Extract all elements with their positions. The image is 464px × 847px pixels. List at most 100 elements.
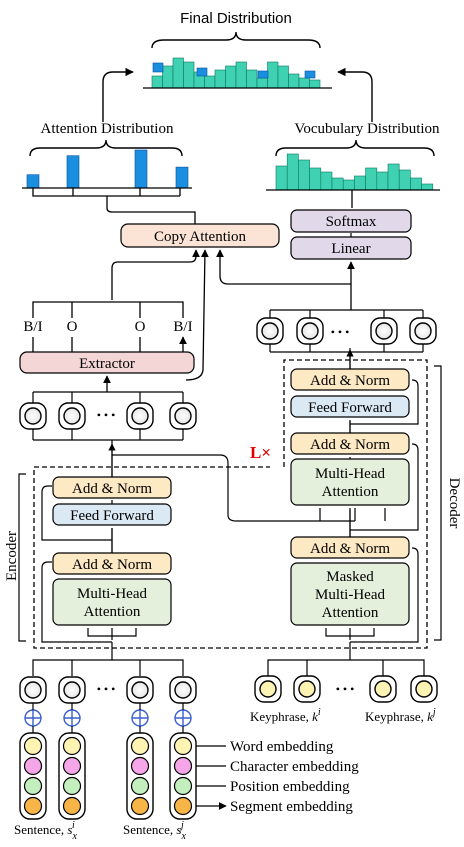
softmax-box [290, 209, 412, 233]
plus-icon-cross [64, 710, 80, 726]
attn-bars-connector [32, 188, 196, 224]
copy-attention-box [120, 223, 280, 248]
encoder-mha-line-2: Attention [84, 604, 141, 620]
keyphrase-label-i: Keyphrase, ki [250, 707, 321, 724]
embedding-cell [173, 736, 193, 756]
final-bar [246, 69, 258, 89]
vocab-bar [376, 171, 389, 191]
vocab-distribution-label: Vocubulary Distribution [294, 121, 440, 137]
embedding-cell [130, 796, 150, 816]
final-bar [183, 61, 195, 89]
encoder-output-node-inner [63, 407, 81, 425]
vocab-bar [342, 179, 355, 191]
vocab-bar [354, 175, 366, 191]
encoder-feed-forward-label: Feed Forward [70, 508, 154, 524]
final-distribution-bars [151, 57, 321, 89]
enc-in-dots: • • • [97, 682, 116, 696]
embedding-stacks [19, 726, 197, 820]
decoder-output-nodes [256, 309, 437, 353]
decoder-input-node-inner [415, 680, 433, 698]
decoder-label: Decoder [446, 478, 462, 529]
encoder-input-connector [32, 642, 184, 676]
decoder-mha-line-1: Multi-Head [315, 466, 385, 482]
vocab-bar [275, 165, 288, 191]
embedding-cell [23, 756, 43, 776]
tag-2: O [67, 319, 78, 335]
decoder-add-norm-bottom-label: Add & Norm [310, 541, 390, 557]
vocab-to-final-arrow [337, 67, 373, 122]
final-bar [277, 65, 289, 89]
plus-icon-cross [25, 710, 41, 726]
decoder-masked-line-1: Masked [326, 569, 374, 585]
copy-attention-label: Copy Attention [154, 229, 247, 245]
decoder-output-connector [269, 309, 424, 353]
tag-4: B/I [173, 319, 192, 335]
embedding-cell [23, 776, 43, 796]
tag-3: O [135, 319, 146, 335]
embedding-cell [173, 776, 193, 796]
attention-to-final-arrow [102, 67, 134, 122]
softmax-label: Softmax [326, 214, 377, 230]
extractor-label: Extractor [79, 356, 135, 372]
final-bar [151, 75, 163, 89]
sentence-label-i: Sentence, sxi [14, 820, 77, 842]
position-embedding-label: Position embedding [230, 779, 350, 795]
encoder-output-node-inner [24, 407, 42, 425]
encoder-output-connector [32, 391, 184, 441]
final-bar [162, 65, 174, 89]
decoder-output-node-inner [301, 322, 319, 340]
encoder-to-copy-arrow [185, 249, 209, 381]
decoder-output-node-inner [414, 322, 432, 340]
encoder-input-node-inner [24, 681, 42, 699]
plus-icon-cross [132, 710, 148, 726]
dec-out-dots: • • • [331, 325, 350, 339]
enc-out-dots: • • • [97, 408, 116, 422]
final-bar [214, 69, 226, 89]
layers-dashed-region [33, 359, 428, 649]
word-embedding-label: Word embedding [230, 739, 334, 755]
final-bar [298, 77, 310, 89]
encoder-input-node-inner [63, 681, 81, 699]
final-bar [267, 61, 279, 89]
final-bar [288, 73, 300, 89]
vocab-bar [421, 183, 434, 191]
embedding-cell [23, 796, 43, 816]
decoder-add-norm-mid-label: Add & Norm [310, 437, 390, 453]
vocab-bar [298, 159, 310, 191]
dec-in-dots: • • • [336, 682, 355, 696]
decoder-input-connector [267, 642, 425, 676]
final-copy-bar [257, 70, 269, 79]
layers-label: L× [250, 443, 271, 462]
attention-distribution-label: Attention Distribution [41, 121, 174, 137]
decoder-masked-line-2: Multi-Head [315, 587, 385, 603]
attention-brace [29, 139, 183, 157]
encoder-bracket [18, 473, 26, 642]
embedding-cell [130, 736, 150, 756]
vocab-brace [275, 139, 435, 157]
keyphrase-label-j: Keyphrase, kj [365, 707, 436, 724]
embedding-cell [173, 796, 193, 816]
encoder-add-norm-top-label: Add & Norm [72, 481, 152, 497]
encoder-multi-head-attention [52, 578, 172, 626]
final-bar [204, 75, 216, 89]
vocab-bar [286, 153, 299, 191]
plus-signs [24, 703, 192, 727]
vocab-bar [410, 177, 422, 191]
decoder-bracket [434, 365, 442, 641]
final-bar [256, 77, 268, 89]
encoder-input-nodes [19, 676, 197, 704]
attention-bar [26, 174, 40, 189]
tags-top-connector [32, 301, 184, 318]
encoder-input-node-inner [131, 681, 149, 699]
vocab-bar [398, 169, 411, 191]
embedding-cell [62, 736, 82, 756]
decoder-feed-forward [290, 395, 410, 418]
extractor-box [19, 351, 195, 374]
decoder-feed-forward-label: Feed Forward [308, 400, 392, 416]
vocab-bar [365, 167, 378, 191]
extractor-to-copy-arrow [111, 249, 200, 300]
decoder-input-node-inner [374, 680, 392, 698]
encoder-add-norm-bottom-label: Add & Norm [72, 557, 152, 573]
encoder-output-node-inner [131, 407, 149, 425]
vocab-bar [309, 167, 322, 191]
